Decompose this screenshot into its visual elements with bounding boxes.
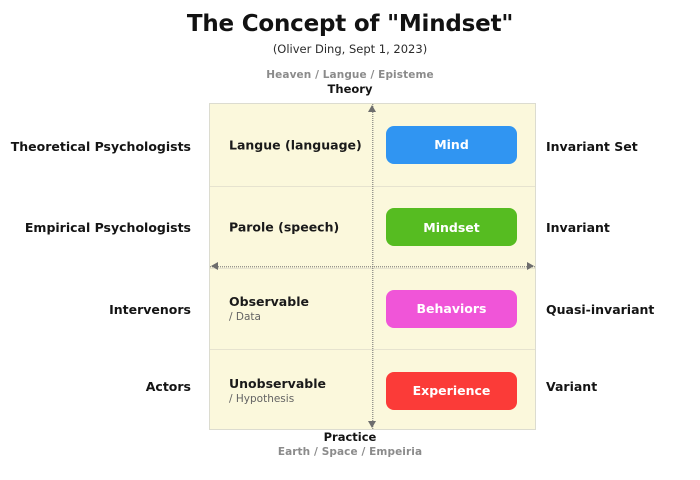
horizontal-axis-line xyxy=(210,265,535,267)
entity-pill-label: Behaviors xyxy=(416,301,487,317)
header-block: The Concept of "Mindset" (Oliver Ding, S… xyxy=(0,10,700,58)
invariance-label-invariant-set: Invariant Set xyxy=(546,139,638,154)
invariance-label-variant: Variant xyxy=(546,379,598,394)
concept-cell: Parole (speech) xyxy=(229,219,339,236)
entity-pill-mindset[interactable]: Mindset xyxy=(386,208,517,247)
actor-label-empirical-psychologists: Empirical Psychologists xyxy=(24,220,191,235)
entity-pill-label: Mindset xyxy=(423,219,480,235)
arrow-down-icon xyxy=(368,421,376,428)
page-subtitle: (Oliver Ding, Sept 1, 2023) xyxy=(272,42,428,56)
concept-label: Langue (language) xyxy=(229,137,362,153)
actor-label-theoretical-psychologists: Theoretical Psychologists xyxy=(10,139,191,154)
concept-label: Observable xyxy=(229,293,309,309)
bottom-axis-annotation: Earth / Space / Empeiria xyxy=(277,446,423,458)
entity-pill-experience[interactable]: Experience xyxy=(386,371,517,410)
actor-label-intervenors: Intervenors xyxy=(109,302,191,317)
arrow-up-icon xyxy=(368,105,376,112)
actor-label-actors: Actors xyxy=(145,379,191,394)
concept-cell: Observable / Data xyxy=(229,293,309,325)
concept-label: Unobservable xyxy=(229,375,326,391)
concept-sublabel: / Hypothesis xyxy=(229,392,295,405)
entity-pill-label: Mind xyxy=(434,137,469,153)
top-axis-annotation: Heaven / Langue / Episteme xyxy=(266,69,434,81)
concept-label: Parole (speech) xyxy=(229,219,340,235)
arrow-right-icon xyxy=(527,262,534,270)
arrow-left-icon xyxy=(211,262,218,270)
bottom-axis-caption: Practice Earth / Space / Empeiria xyxy=(0,430,700,459)
concept-sublabel: / Data xyxy=(229,310,261,323)
matrix-row: Langue (language) Mind xyxy=(210,104,535,186)
invariance-label-invariant: Invariant xyxy=(546,220,610,235)
top-axis-pole-label: Theory xyxy=(327,82,373,96)
bottom-axis-pole-label: Practice xyxy=(323,430,377,444)
invariance-label-quasi-invariant: Quasi-invariant xyxy=(546,302,655,317)
entity-pill-label: Experience xyxy=(412,383,491,399)
entity-pill-mind[interactable]: Mind xyxy=(386,125,517,164)
concept-cell: Langue (language) xyxy=(229,136,362,153)
concept-cell: Unobservable / Hypothesis xyxy=(229,375,326,407)
matrix-panel: Langue (language) Mind Parole (speech) M… xyxy=(209,103,536,430)
page-title: The Concept of "Mindset" xyxy=(186,11,514,37)
top-axis-caption: Heaven / Langue / Episteme Theory xyxy=(0,68,700,97)
entity-pill-behaviors[interactable]: Behaviors xyxy=(386,289,517,328)
